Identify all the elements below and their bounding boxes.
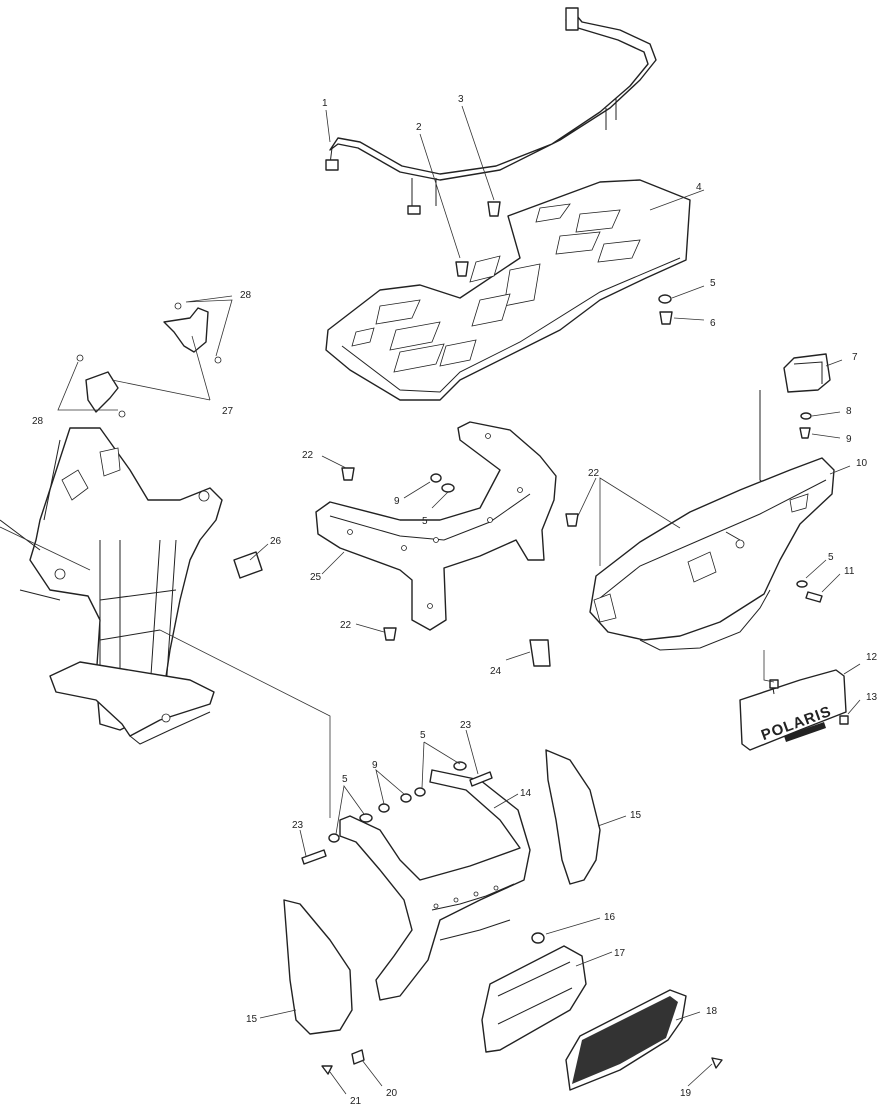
leader-lines bbox=[0, 105, 861, 1095]
clip-20 bbox=[351, 1049, 365, 1065]
rear-rack-tube bbox=[325, 7, 657, 215]
callout-5e: 5 bbox=[342, 774, 348, 785]
support-bracket bbox=[315, 421, 557, 631]
callout-6: 6 bbox=[710, 318, 716, 329]
rear-rack bbox=[325, 179, 691, 401]
vehicle-frame bbox=[0, 427, 223, 745]
callout-28a: 28 bbox=[240, 290, 252, 301]
callout-12: 12 bbox=[866, 652, 878, 663]
callout-22b: 22 bbox=[588, 468, 600, 479]
callout-5: 5 bbox=[710, 278, 716, 289]
rack-slots bbox=[351, 203, 641, 373]
callout-23a: 23 bbox=[460, 720, 472, 731]
callout-2: 2 bbox=[416, 122, 422, 133]
callout-15a: 15 bbox=[630, 810, 642, 821]
callout-1: 1 bbox=[322, 98, 328, 109]
mesh-screen bbox=[565, 989, 687, 1091]
callout-18: 18 bbox=[706, 1006, 718, 1017]
bracket-assembly bbox=[76, 302, 222, 418]
nameplate: POLARIS bbox=[739, 669, 847, 751]
nut-9-left bbox=[430, 473, 442, 483]
callout-11: 11 bbox=[844, 566, 855, 577]
front-bumper bbox=[589, 457, 835, 651]
callout-labels: 1 2 3 4 5 6 7 8 9 10 5 11 12 13 28 27 28… bbox=[32, 94, 878, 1107]
nut-9-a bbox=[378, 803, 390, 813]
bolt-22-top bbox=[341, 467, 355, 481]
bolt-22-bottom bbox=[383, 627, 397, 641]
bolt-22-right bbox=[565, 513, 579, 527]
callout-13: 13 bbox=[866, 692, 878, 703]
callout-5d: 5 bbox=[420, 730, 426, 741]
callout-19: 19 bbox=[680, 1088, 692, 1099]
callout-27: 27 bbox=[222, 406, 234, 417]
callout-3: 3 bbox=[458, 94, 464, 105]
washer-5-d bbox=[328, 833, 340, 843]
callout-23b: 23 bbox=[292, 820, 304, 831]
clip-19 bbox=[711, 1057, 723, 1069]
callout-5b: 5 bbox=[828, 552, 834, 563]
callout-22c: 22 bbox=[340, 620, 352, 631]
nut-9-b bbox=[400, 793, 412, 803]
callout-9c: 9 bbox=[372, 760, 378, 771]
callout-22a: 22 bbox=[302, 450, 314, 461]
washer-5-a bbox=[359, 813, 373, 823]
spacer-block-26 bbox=[233, 551, 263, 579]
washer-5-right bbox=[796, 580, 808, 588]
mud-flap-left bbox=[283, 899, 353, 1035]
washer-5-left bbox=[441, 483, 455, 493]
grille-plate bbox=[481, 945, 587, 1053]
callout-14: 14 bbox=[520, 788, 532, 799]
grommet-16 bbox=[531, 932, 545, 944]
callout-9: 9 bbox=[846, 434, 852, 445]
callout-16: 16 bbox=[604, 912, 616, 923]
callout-4: 4 bbox=[696, 182, 702, 193]
washer-5-c bbox=[453, 761, 467, 771]
clip-21 bbox=[321, 1065, 333, 1075]
washer-5-b bbox=[414, 787, 426, 797]
callout-7: 7 bbox=[852, 352, 858, 363]
callout-8: 8 bbox=[846, 406, 852, 417]
callout-9b: 9 bbox=[394, 496, 400, 507]
bolt-23-left bbox=[301, 849, 327, 865]
rack-fasteners bbox=[455, 201, 673, 325]
front-rack bbox=[339, 769, 531, 1001]
callout-24: 24 bbox=[490, 666, 502, 677]
callout-10: 10 bbox=[856, 458, 868, 469]
callout-25: 25 bbox=[310, 572, 322, 583]
pad-24 bbox=[529, 639, 551, 667]
callout-26: 26 bbox=[270, 536, 282, 547]
bolt-23-right bbox=[469, 771, 493, 787]
callout-21: 21 bbox=[350, 1096, 362, 1107]
callout-20: 20 bbox=[386, 1088, 398, 1099]
mud-flap-right bbox=[545, 749, 601, 885]
bolt-11 bbox=[805, 591, 823, 603]
callout-5c: 5 bbox=[422, 516, 428, 527]
callout-15b: 15 bbox=[246, 1014, 258, 1025]
callout-28b: 28 bbox=[32, 416, 44, 427]
screw-13 bbox=[839, 715, 849, 725]
callout-17: 17 bbox=[614, 948, 626, 959]
